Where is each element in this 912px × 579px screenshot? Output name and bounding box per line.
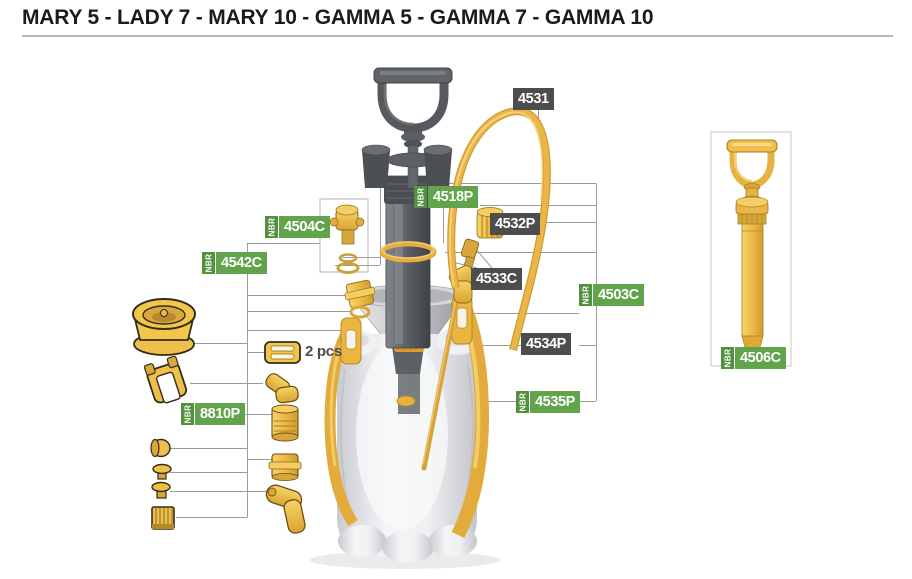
coupling-fitting-part bbox=[268, 453, 302, 481]
part-label-4504c: NBR 4504C bbox=[265, 216, 330, 238]
pump-handle bbox=[373, 67, 453, 189]
nozzle-insert-a-part bbox=[152, 463, 172, 480]
elbow-fitting-part bbox=[265, 373, 299, 404]
hose-fitting-8810p-part bbox=[271, 404, 299, 442]
pump-assembly-4506c bbox=[726, 139, 778, 355]
gasket-ring bbox=[349, 305, 371, 319]
quantity-note: 2 pcs bbox=[305, 343, 342, 360]
nbr-material-tag: NBR bbox=[265, 216, 278, 238]
dip-tube bbox=[421, 289, 461, 471]
strap-anchor-left bbox=[340, 317, 362, 365]
part-label-4531: 4531 bbox=[513, 88, 554, 110]
strap-buckle-part bbox=[264, 341, 301, 364]
safety-valve-part bbox=[329, 204, 365, 274]
part-label-4518p: NBR 4518P bbox=[414, 186, 478, 208]
knurled-nut-part bbox=[151, 506, 175, 530]
part-label-4503c: NBR 4503C bbox=[579, 284, 644, 306]
cap-disc-part bbox=[150, 438, 171, 458]
tank-inlet-fitting bbox=[344, 279, 376, 309]
part-label-4533c: 4533C bbox=[471, 268, 522, 290]
title-divider bbox=[22, 35, 893, 37]
lance-elbow-part bbox=[265, 484, 306, 534]
part-label-4534p: 4534P bbox=[521, 333, 571, 355]
nozzle-insert-b-part bbox=[151, 481, 171, 499]
pump-clip-part bbox=[143, 355, 188, 404]
part-label-4506c: NBR 4506C bbox=[721, 347, 786, 369]
part-label-4532p: 4532P bbox=[490, 213, 540, 235]
part-label-4535p: NBR 4535P bbox=[516, 391, 580, 413]
nbr-material-tag: NBR bbox=[202, 252, 215, 274]
nbr-material-tag: NBR bbox=[579, 284, 592, 306]
pump-o-ring bbox=[379, 241, 437, 263]
nbr-material-tag: NBR bbox=[516, 391, 529, 413]
nbr-material-tag: NBR bbox=[181, 403, 194, 425]
filler-cap-part bbox=[132, 298, 196, 356]
pump-side-cones bbox=[361, 144, 453, 188]
part-label-4542c: NBR 4542C bbox=[202, 252, 267, 274]
part-label-8810p: NBR 8810P bbox=[181, 403, 245, 425]
nbr-material-tag: NBR bbox=[414, 186, 427, 208]
nbr-material-tag: NBR bbox=[721, 347, 734, 369]
page-title: MARY 5 - LADY 7 - MARY 10 - GAMMA 5 - GA… bbox=[22, 6, 654, 29]
